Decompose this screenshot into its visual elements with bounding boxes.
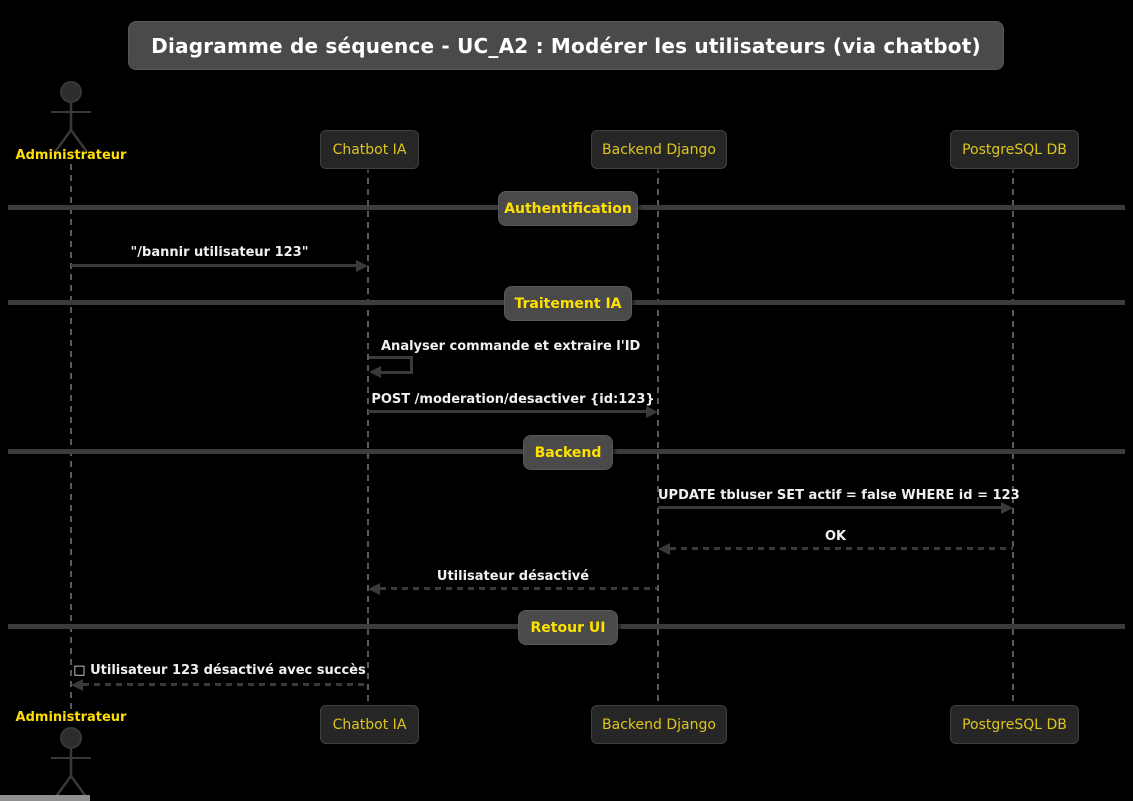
self-message-label: Analyser commande et extraire l'ID bbox=[381, 339, 641, 354]
arrowhead-right-icon bbox=[356, 260, 368, 272]
return-arrow-line bbox=[380, 587, 657, 590]
self-loop-side bbox=[410, 356, 413, 374]
self-loop-top bbox=[369, 356, 413, 359]
message-arrow-line bbox=[368, 410, 646, 413]
participant-chatbot-ia-top: Chatbot IA bbox=[320, 130, 419, 169]
message-label: Utilisateur désactivé bbox=[436, 569, 590, 584]
arrowhead-left-icon bbox=[368, 583, 380, 595]
actor-label-bottom: Administrateur bbox=[15, 710, 127, 725]
lifeline-backend-django bbox=[657, 167, 659, 705]
arrowhead-left-icon bbox=[369, 366, 381, 378]
message-label: POST /moderation/desactiver {id:123} bbox=[371, 392, 655, 407]
arrowhead-left-icon bbox=[658, 543, 670, 555]
message-arrow-line bbox=[658, 506, 1001, 509]
message-label: "/bannir utilisateur 123" bbox=[130, 245, 309, 260]
participant-postgresql-db-top: PostgreSQL DB bbox=[950, 130, 1079, 169]
self-loop-bottom bbox=[381, 371, 413, 374]
participant-backend-django-bottom: Backend Django bbox=[591, 705, 727, 744]
actor-figure-icon bbox=[39, 726, 103, 801]
message-label: OK bbox=[824, 529, 847, 544]
participant-backend-django-top: Backend Django bbox=[591, 130, 727, 169]
message-label: □ Utilisateur 123 désactivé avec succès bbox=[73, 663, 366, 678]
lifeline-chatbot-ia bbox=[367, 167, 369, 705]
diagram-title: Diagramme de séquence - UC_A2 : Modérer … bbox=[128, 21, 1004, 70]
participant-postgresql-db-bottom: PostgreSQL DB bbox=[950, 705, 1079, 744]
lifeline-administrateur bbox=[70, 164, 72, 710]
return-arrow-line bbox=[670, 547, 1013, 550]
divider-traitement-ia: Traitement IA bbox=[504, 286, 632, 321]
return-arrow-line bbox=[83, 683, 368, 686]
actor-label-top: Administrateur bbox=[15, 148, 127, 163]
arrowhead-right-icon bbox=[646, 406, 658, 418]
divider-retour-ui: Retour UI bbox=[518, 610, 618, 645]
arrowhead-left-icon bbox=[71, 679, 83, 691]
bottom-edge-artifact bbox=[0, 795, 90, 801]
divider-authentification: Authentification bbox=[498, 191, 638, 226]
message-arrow-line bbox=[71, 264, 356, 267]
arrowhead-right-icon bbox=[1001, 502, 1013, 514]
divider-backend: Backend bbox=[523, 435, 613, 470]
participant-chatbot-ia-bottom: Chatbot IA bbox=[320, 705, 419, 744]
lifeline-postgresql-db bbox=[1012, 167, 1014, 705]
actor-figure-icon bbox=[39, 80, 103, 162]
message-label: UPDATE tbluser SET actif = false WHERE i… bbox=[658, 488, 1020, 503]
